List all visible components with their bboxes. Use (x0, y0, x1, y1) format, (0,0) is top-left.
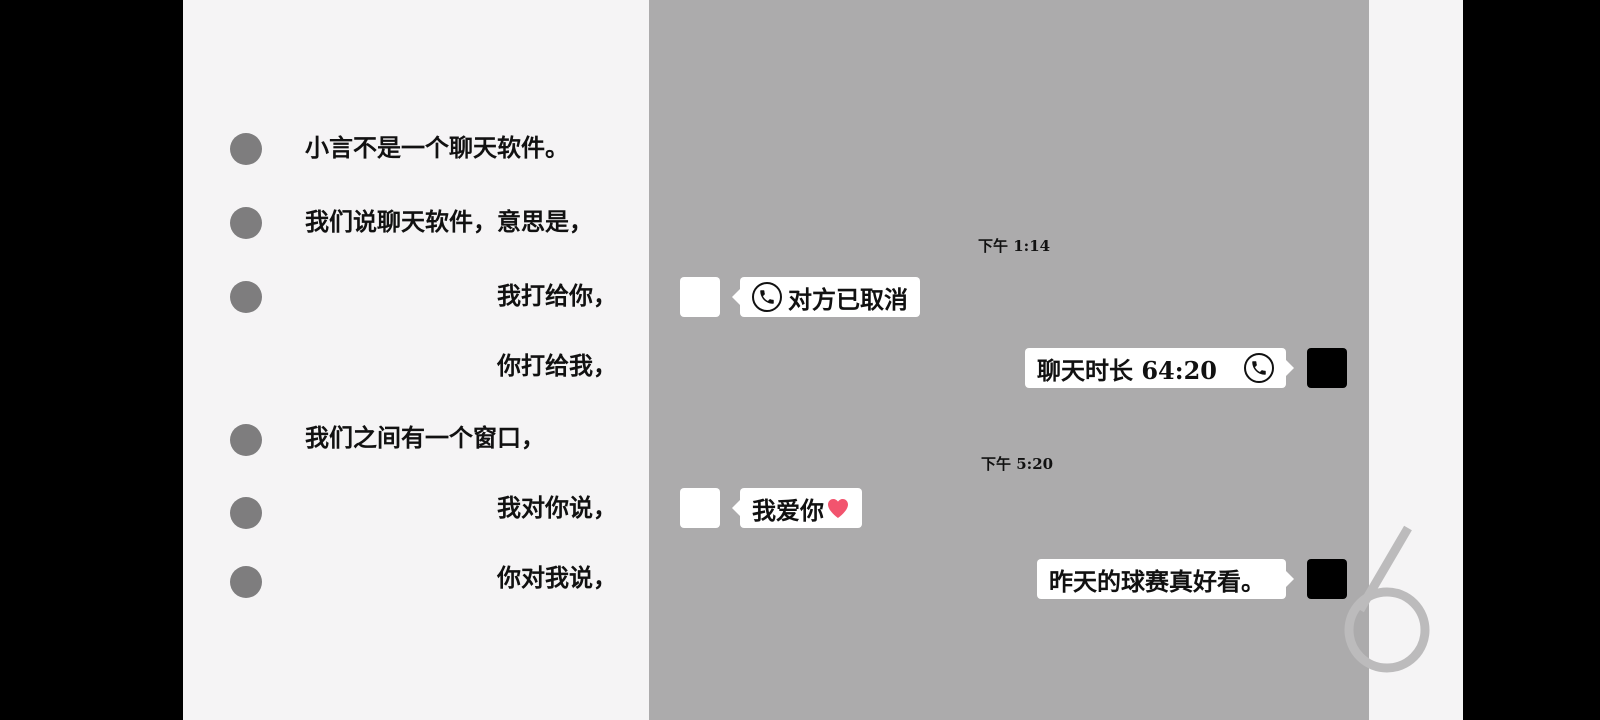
page-number-6: 6 (1330, 520, 1430, 673)
message-text: 昨天的球赛真好看。 (1049, 566, 1265, 596)
heart-icon (828, 499, 848, 518)
line-marker-dot (230, 281, 262, 313)
poem-line: 小言不是一个聊天软件。 (305, 133, 569, 162)
poem-line: 我们之间有一个窗口， (305, 423, 545, 452)
message-bubble-call-duration[interactable]: 聊天时长 64:20 (1025, 348, 1294, 388)
poem-line: 你打给我， (497, 351, 617, 380)
message-bubble-missed-call[interactable]: 对方已取消 (732, 277, 920, 317)
avatar-other (680, 488, 720, 528)
avatar-other (680, 277, 720, 317)
line-marker-dot (230, 497, 262, 529)
line-marker-dot (230, 207, 262, 239)
message-text: 聊天时长 64:20 (1037, 355, 1218, 385)
chat-timestamp: 下午 5:20 (981, 455, 1054, 473)
svg-text:6: 6 (1330, 520, 1331, 521)
avatar-self (1307, 348, 1347, 388)
line-marker-dot (230, 424, 262, 456)
poem-line: 你对我说， (497, 563, 617, 592)
message-text: 对方已取消 (788, 284, 908, 314)
poem-line: 我们说聊天软件，意思是， (305, 207, 593, 236)
poem-line: 我打给你， (497, 281, 617, 310)
avatar-self (1307, 559, 1347, 599)
message-bubble-love[interactable]: 我爱你 (732, 488, 862, 528)
phone-icon (752, 282, 782, 312)
poem-line: 我对你说， (497, 493, 617, 522)
line-marker-dot (230, 133, 262, 165)
line-marker-dot (230, 566, 262, 598)
message-bubble-ballgame[interactable]: 昨天的球赛真好看。 (1037, 559, 1294, 599)
phone-icon (1244, 353, 1274, 383)
poem-panel (183, 0, 649, 720)
message-text: 我爱你 (752, 495, 824, 525)
chat-timestamp: 下午 1:14 (978, 237, 1051, 255)
